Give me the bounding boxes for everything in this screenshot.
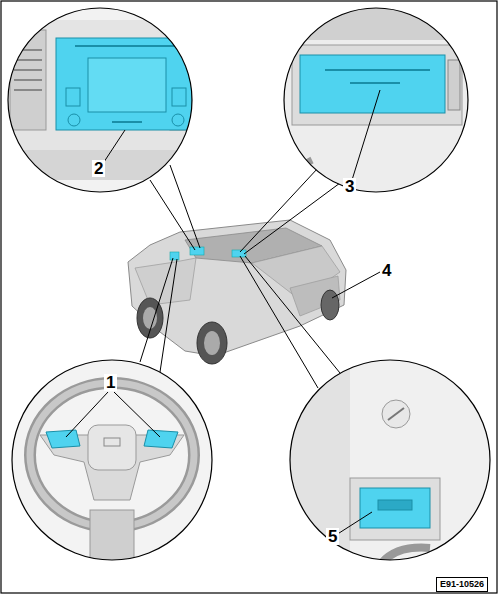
figure-id-box: E91-10526 — [436, 577, 488, 592]
inset-pointer-lines — [140, 165, 340, 388]
radio-inset — [0, 8, 206, 192]
figure-id-text: E91-10526 — [437, 578, 487, 591]
steering-wheel-inset — [12, 360, 212, 570]
callout-number: 2 — [92, 160, 105, 177]
cd-unit-inset — [280, 0, 480, 192]
usb-port-inset — [290, 360, 490, 565]
leader-line — [332, 272, 380, 298]
callout-number: 1 — [104, 374, 117, 391]
callout-number: 4 — [380, 262, 393, 279]
callout-number: 5 — [326, 528, 339, 545]
callout-number: 3 — [343, 178, 356, 195]
car-illustration — [128, 220, 346, 364]
